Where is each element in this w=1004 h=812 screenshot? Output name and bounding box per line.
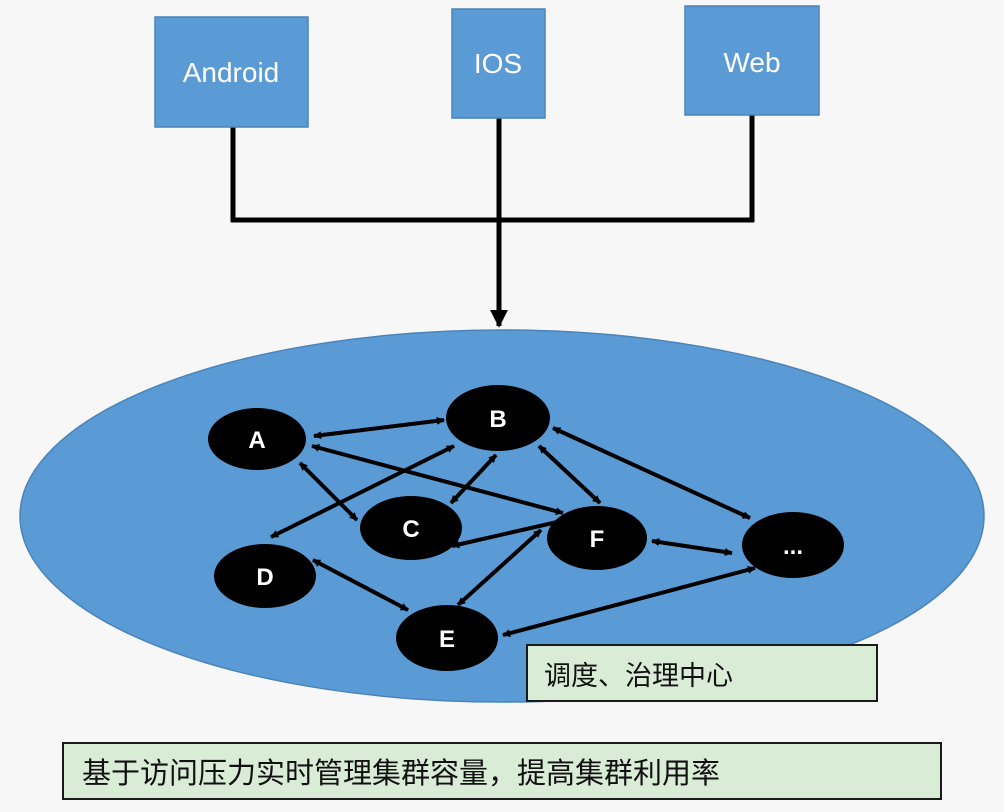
scheduling-center-caption-text: 调度、治理中心 [544,660,733,692]
node-e: E [396,605,498,671]
summary-caption-text: 基于访问压力实时管理集群容量，提高集群利用率 [82,756,721,790]
scheduling-center-caption: 调度、治理中心 [526,644,878,702]
cluster-nodes: A B C D E F .. [208,385,844,671]
node-e-label: E [439,626,455,653]
node-c: C [360,496,462,560]
node-a-shape [208,408,306,470]
edge-a-b [313,416,445,440]
node-more-label: ... [783,533,803,560]
node-f: F [547,506,647,570]
node-d: D [214,544,316,608]
node-more-shape [742,512,844,578]
client-ios-label: IOS [474,48,522,79]
client-connector [230,115,755,328]
node-f-label: F [590,526,605,553]
client-android-box [154,16,309,128]
node-b: B [446,385,550,451]
node-b-label: B [489,406,506,433]
node-c-label: C [402,516,419,543]
node-d-shape [214,544,316,608]
node-a-label: A [248,427,265,454]
node-a: A [208,408,306,470]
node-b-shape [446,385,550,451]
client-android-label: Android [183,57,280,88]
client-web-box [684,5,820,116]
edge-e-more [502,565,756,638]
client-ios: IOS [451,8,546,119]
node-connections [270,416,756,638]
client-web: Web [684,5,820,116]
summary-caption: 基于访问压力实时管理集群容量，提高集群利用率 [62,742,942,800]
client-ios-box [451,8,546,119]
node-d-label: D [256,564,273,591]
edge-f-more [651,538,733,556]
node-e-shape [396,605,498,671]
edge-e-f [456,528,543,607]
client-android: Android [154,16,309,128]
edge-b-c [449,453,498,505]
node-c-shape [360,496,462,560]
edge-b-d [270,444,455,539]
node-more: ... [742,512,844,578]
node-f-shape [547,506,647,570]
edge-b-more [552,426,751,520]
client-web-label: Web [723,47,780,78]
edge-d-e [312,558,409,612]
